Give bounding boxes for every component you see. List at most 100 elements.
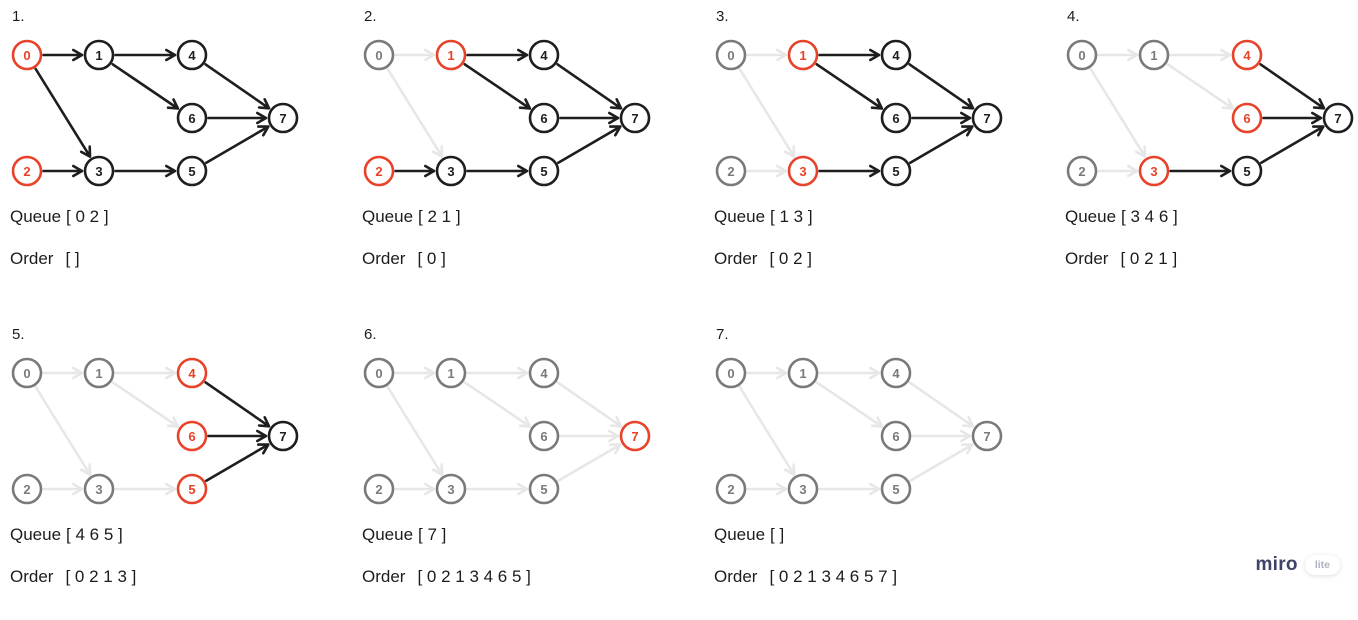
order-status[interactable]: Order[ 0 2 1 3 4 6 5 ] bbox=[362, 567, 531, 587]
graph-node-1[interactable]: 1 bbox=[83, 39, 115, 71]
graph-edge-4-7[interactable] bbox=[908, 381, 975, 428]
graph-edge-3-5[interactable] bbox=[818, 482, 881, 496]
graph-node-7[interactable]: 7 bbox=[267, 102, 299, 134]
graph-node-5[interactable]: 5 bbox=[1231, 155, 1263, 187]
graph-edge-5-7[interactable] bbox=[205, 443, 270, 482]
graph-node-4[interactable]: 4 bbox=[176, 39, 208, 71]
graph-edge-3-5[interactable] bbox=[114, 482, 177, 496]
graph-node-2[interactable]: 2 bbox=[363, 473, 395, 505]
graph-node-0[interactable]: 0 bbox=[363, 39, 395, 71]
graph-edge-1-6[interactable] bbox=[815, 63, 884, 110]
graph-edge-1-4[interactable] bbox=[114, 48, 177, 62]
graph-edge-4-7[interactable] bbox=[556, 381, 623, 428]
graph-node-7[interactable]: 7 bbox=[619, 102, 651, 134]
graph-edge-6-7[interactable] bbox=[911, 429, 972, 443]
graph-edge-0-3[interactable] bbox=[386, 67, 444, 158]
graph-node-0[interactable]: 0 bbox=[363, 357, 395, 389]
graph-node-1[interactable]: 1 bbox=[435, 39, 467, 71]
queue-status[interactable]: Queue[ 7 ] bbox=[362, 525, 446, 545]
step-number[interactable]: 1. bbox=[12, 8, 25, 25]
graph-node-0[interactable]: 0 bbox=[715, 39, 747, 71]
graph-node-4[interactable]: 4 bbox=[176, 357, 208, 389]
graph-node-5[interactable]: 5 bbox=[176, 155, 208, 187]
graph-node-6[interactable]: 6 bbox=[176, 102, 208, 134]
graph-edge-0-3[interactable] bbox=[738, 385, 796, 476]
graph-edge-1-4[interactable] bbox=[818, 366, 881, 380]
queue-status[interactable]: Queue[ 3 4 6 ] bbox=[1065, 207, 1178, 227]
graph-edge-0-1[interactable] bbox=[394, 48, 436, 62]
graph-edge-0-3[interactable] bbox=[738, 67, 796, 158]
graph-edge-5-7[interactable] bbox=[1260, 125, 1325, 164]
graph-edge-6-7[interactable] bbox=[911, 111, 972, 125]
step-number[interactable]: 7. bbox=[716, 326, 729, 343]
graph-canvas[interactable]: 0 1 4 6 7 2 3 5 bbox=[0, 32, 312, 200]
graph-edge-0-3[interactable] bbox=[386, 385, 444, 476]
graph-node-3[interactable]: 3 bbox=[83, 155, 115, 187]
graph-node-6[interactable]: 6 bbox=[1231, 102, 1263, 134]
graph-node-5[interactable]: 5 bbox=[880, 473, 912, 505]
graph-edge-2-3[interactable] bbox=[746, 482, 788, 496]
order-status[interactable]: Order[ 0 2 1 ] bbox=[1065, 249, 1177, 269]
graph-edge-2-3[interactable] bbox=[1097, 164, 1139, 178]
graph-edge-0-1[interactable] bbox=[42, 48, 84, 62]
graph-node-2[interactable]: 2 bbox=[715, 155, 747, 187]
graph-edge-3-5[interactable] bbox=[466, 482, 529, 496]
graph-node-0[interactable]: 0 bbox=[1066, 39, 1098, 71]
order-status[interactable]: Order[ 0 2 1 3 4 6 5 7 ] bbox=[714, 567, 897, 587]
graph-node-4[interactable]: 4 bbox=[528, 39, 560, 71]
graph-edge-2-3[interactable] bbox=[42, 482, 84, 496]
graph-node-4[interactable]: 4 bbox=[880, 357, 912, 389]
graph-edge-0-1[interactable] bbox=[1097, 48, 1139, 62]
graph-edge-2-3[interactable] bbox=[42, 164, 84, 178]
graph-node-4[interactable]: 4 bbox=[528, 357, 560, 389]
order-status[interactable]: Order[ ] bbox=[10, 249, 80, 269]
order-status[interactable]: Order[ 0 ] bbox=[362, 249, 446, 269]
order-status[interactable]: Order[ 0 2 ] bbox=[714, 249, 812, 269]
graph-edge-1-4[interactable] bbox=[1169, 48, 1232, 62]
graph-node-4[interactable]: 4 bbox=[880, 39, 912, 71]
graph-edge-1-4[interactable] bbox=[466, 48, 529, 62]
queue-status[interactable]: Queue[ ] bbox=[714, 525, 784, 545]
graph-node-5[interactable]: 5 bbox=[528, 155, 560, 187]
graph-node-3[interactable]: 3 bbox=[83, 473, 115, 505]
graph-edge-0-1[interactable] bbox=[746, 48, 788, 62]
graph-edge-1-6[interactable] bbox=[1166, 63, 1235, 110]
graph-node-1[interactable]: 1 bbox=[787, 357, 819, 389]
graph-edge-4-7[interactable] bbox=[908, 63, 975, 110]
graph-edge-2-3[interactable] bbox=[394, 164, 436, 178]
graph-edge-0-3[interactable] bbox=[1089, 67, 1147, 158]
step-number[interactable]: 6. bbox=[364, 326, 377, 343]
graph-edge-3-5[interactable] bbox=[466, 164, 529, 178]
graph-node-3[interactable]: 3 bbox=[435, 473, 467, 505]
graph-edge-5-7[interactable] bbox=[557, 125, 622, 164]
graph-node-5[interactable]: 5 bbox=[528, 473, 560, 505]
graph-node-0[interactable]: 0 bbox=[11, 39, 43, 71]
graph-edge-3-5[interactable] bbox=[1169, 164, 1232, 178]
graph-edge-1-4[interactable] bbox=[466, 366, 529, 380]
graph-node-4[interactable]: 4 bbox=[1231, 39, 1263, 71]
graph-node-2[interactable]: 2 bbox=[1066, 155, 1098, 187]
graph-edge-6-7[interactable] bbox=[559, 111, 620, 125]
graph-edge-6-7[interactable] bbox=[207, 429, 268, 443]
graph-node-0[interactable]: 0 bbox=[11, 357, 43, 389]
graph-node-1[interactable]: 1 bbox=[787, 39, 819, 71]
graph-node-6[interactable]: 6 bbox=[880, 420, 912, 452]
graph-edge-1-4[interactable] bbox=[114, 366, 177, 380]
graph-node-2[interactable]: 2 bbox=[11, 155, 43, 187]
graph-node-7[interactable]: 7 bbox=[619, 420, 651, 452]
graph-edge-5-7[interactable] bbox=[557, 443, 622, 482]
graph-edge-0-1[interactable] bbox=[746, 366, 788, 380]
graph-edge-1-4[interactable] bbox=[818, 48, 881, 62]
order-status[interactable]: Order[ 0 2 1 3 ] bbox=[10, 567, 136, 587]
graph-node-1[interactable]: 1 bbox=[1138, 39, 1170, 71]
graph-node-7[interactable]: 7 bbox=[971, 102, 1003, 134]
step-number[interactable]: 2. bbox=[364, 8, 377, 25]
step-number[interactable]: 5. bbox=[12, 326, 25, 343]
graph-node-6[interactable]: 6 bbox=[880, 102, 912, 134]
graph-node-6[interactable]: 6 bbox=[528, 420, 560, 452]
graph-edge-5-7[interactable] bbox=[205, 125, 270, 164]
graph-node-3[interactable]: 3 bbox=[1138, 155, 1170, 187]
